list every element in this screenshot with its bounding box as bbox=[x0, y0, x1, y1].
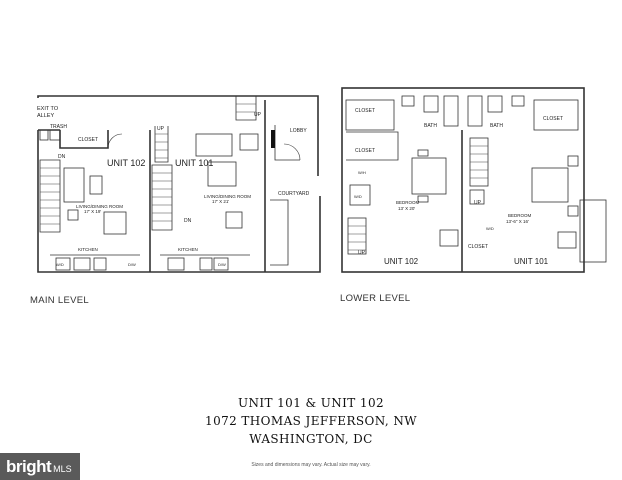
wd-main-label: W/D bbox=[56, 262, 64, 267]
bedroom-left-label: BEDROOM bbox=[396, 200, 420, 205]
dn-left-label: DN bbox=[58, 154, 66, 160]
brand-name: bright bbox=[6, 456, 52, 476]
closet-bottom-label: CLOSET bbox=[468, 244, 488, 250]
dw-left-label: D/W bbox=[128, 262, 136, 267]
lower-level-floorplan: CLOSET BATH BATH CLOSET CLOSET W/H W/D B… bbox=[341, 87, 607, 273]
wd-lower-right-label: W/D bbox=[486, 226, 494, 231]
closet-label: CLOSET bbox=[78, 137, 98, 143]
address-line-1: UNIT 101 & UNIT 102 bbox=[237, 396, 385, 410]
living-left-label: LIVING/DINING ROOM bbox=[76, 204, 123, 209]
wd-lower-left-label: W/D bbox=[354, 194, 362, 199]
bedroom-left-dim: 13' X 20' bbox=[398, 206, 415, 211]
main-level-floorplan: EXIT TO ALLEY TRASH CLOSET DN UNIT 102 U… bbox=[37, 95, 321, 273]
bath-left-label: BATH bbox=[424, 123, 437, 129]
closet-left-label: CLOSET bbox=[355, 148, 375, 154]
bedroom-right-dim: 13'-6" X 16' bbox=[506, 219, 529, 224]
lower-unit-101-label: UNIT 101 bbox=[514, 257, 549, 266]
unit-101-label: UNIT 101 bbox=[175, 158, 213, 168]
brand-logo: bright MLS bbox=[0, 453, 80, 480]
closet-top-right-label: CLOSET bbox=[543, 116, 563, 122]
bedroom-right-label: BEDROOM bbox=[508, 213, 532, 218]
lower-unit-102-label: UNIT 102 bbox=[384, 257, 419, 266]
up-lower-left-label: UP bbox=[358, 250, 366, 256]
exit-label-line1: EXIT TO bbox=[37, 106, 59, 112]
dw-right-label: D/W bbox=[218, 262, 226, 267]
address-line-2: 1072 THOMAS JEFFERSON, NW bbox=[205, 414, 417, 428]
main-level-title: MAIN LEVEL bbox=[30, 295, 89, 306]
disclaimer-text: Sizes and dimensions may vary. Actual si… bbox=[251, 462, 371, 468]
exit-label-line2: ALLEY bbox=[37, 113, 54, 119]
brand-suffix: MLS bbox=[53, 463, 72, 474]
up-label: UP bbox=[254, 112, 262, 118]
living-right-dim: 17' X 21' bbox=[212, 199, 229, 204]
living-left-dim: 17' X 19' bbox=[84, 209, 101, 214]
lobby-label: LOBBY bbox=[290, 128, 307, 134]
kitchen-right-label: KITCHEN bbox=[178, 247, 198, 252]
living-right-label: LIVING/DINING ROOM bbox=[204, 194, 251, 199]
unit-102-label: UNIT 102 bbox=[107, 158, 145, 168]
kitchen-left-label: KITCHEN bbox=[78, 247, 98, 252]
courtyard-label: COURTYARD bbox=[278, 191, 310, 197]
lower-level-title: LOWER LEVEL bbox=[340, 293, 411, 304]
trash-label: TRASH bbox=[50, 124, 67, 130]
up-stair-label: UP bbox=[157, 126, 165, 132]
dn-right-label: DN bbox=[184, 218, 192, 224]
wh-label: W/H bbox=[358, 170, 366, 175]
address-line-3: WASHINGTON, DC bbox=[249, 432, 373, 446]
closet-top-left-label: CLOSET bbox=[355, 108, 375, 114]
up-lower-right-label: UP bbox=[474, 200, 482, 206]
bath-right-label: BATH bbox=[490, 123, 503, 129]
